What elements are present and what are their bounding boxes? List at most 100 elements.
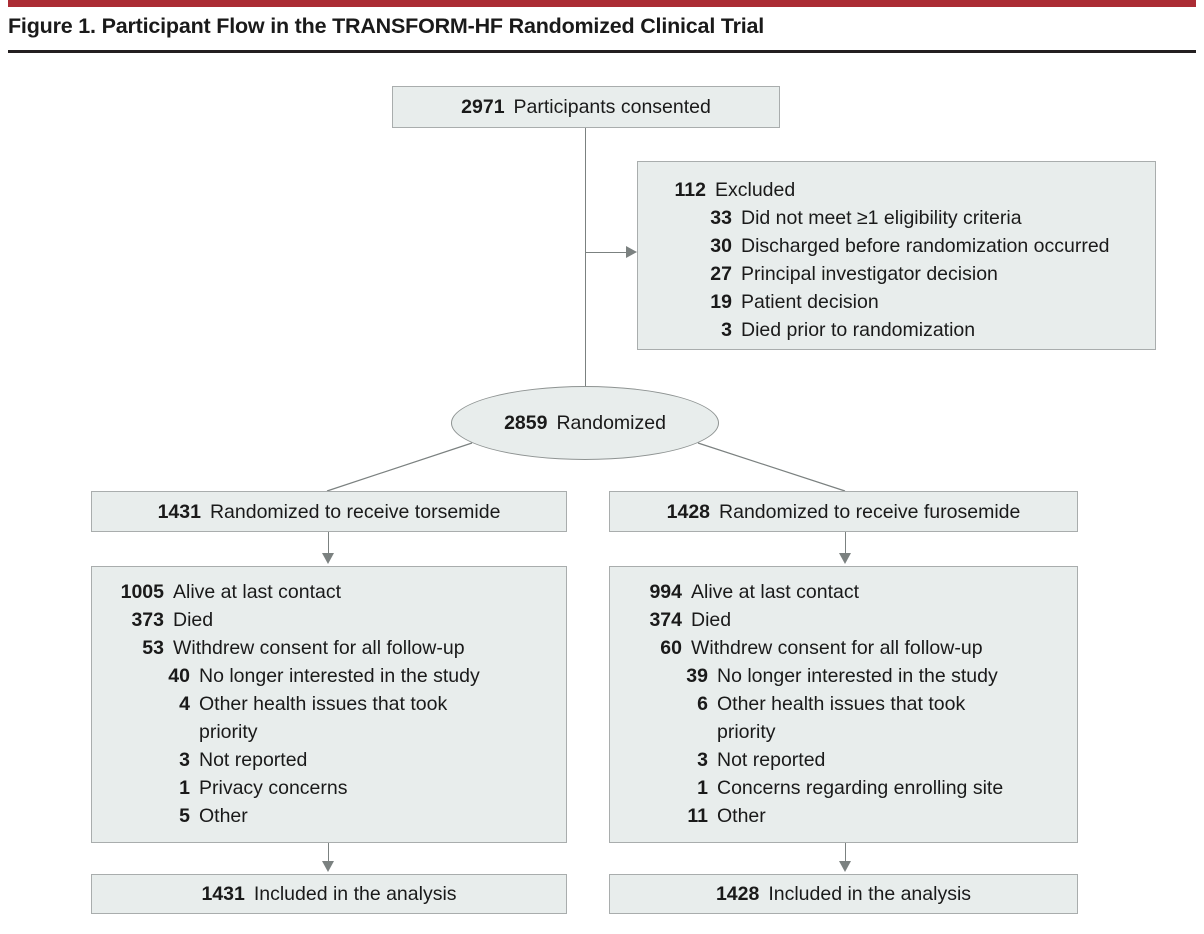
outcome-row: 3 Not reported [106,746,489,774]
outcome-label: No longer interested in the study [717,665,998,687]
outcome-label: Privacy concerns [199,777,348,799]
outcome-count: 374 [649,609,682,631]
assignment-line: 1428 Randomized to receive furosemide [667,498,1021,526]
outcome-row: 3 Not reported [624,746,1007,774]
outcome-label: Other [199,805,248,827]
arrow-to-excluded-icon [626,246,637,258]
outcome-label: Alive at last contact [691,581,859,603]
outcome-count: 53 [142,637,164,659]
node-analysis-furosemide: 1428 Included in the analysis [609,874,1078,914]
outcome-count: 4 [179,693,190,715]
node-assignment-furosemide: 1428 Randomized to receive furosemide [609,491,1078,532]
assignment-count: 1431 [157,500,201,523]
connector-outcomes-to-analysis-right [845,843,846,863]
node-randomized-count: 2859 [504,412,548,434]
outcome-count: 1 [697,777,708,799]
assignment-count: 1428 [666,500,711,523]
excluded-reason-row: 3 Died prior to randomization [648,316,1110,344]
outcome-count: 39 [686,665,708,687]
node-randomized-label: Randomized [556,412,666,434]
outcome-row: 39 No longer interested in the study [624,662,1007,690]
connector-outcomes-to-analysis-left [328,843,329,863]
excluded-total-line: 112 Excluded [648,176,1110,204]
connector-assignment-to-outcomes-right [845,532,846,555]
outcome-count: 1 [179,777,190,799]
outcome-row: 373 Died [106,606,489,634]
excluded-total-label: Excluded [715,179,796,201]
analysis-line: 1428 Included in the analysis [716,880,971,908]
title-divider-rule [8,50,1196,53]
excluded-reason-label: Patient decision [741,291,879,313]
outcome-label: Not reported [717,749,826,771]
excluded-reason-count: 30 [710,235,732,257]
arrow-down-left-icon [322,553,334,564]
excluded-reason-count: 27 [710,263,732,285]
outcome-label: Died [691,609,732,631]
outcome-label: Not reported [199,749,308,771]
excluded-total-count: 112 [674,179,706,201]
outcome-label: Other health issues that took priority [717,693,966,743]
node-consented: 2971 Participants consented [392,86,780,128]
connector-randomized-split [326,442,846,492]
outcome-row: 5 Other [106,802,489,830]
assignment-line: 1431 Randomized to receive torsemide [158,498,501,526]
outcome-label: Concerns regarding enrolling site [717,777,1004,799]
excluded-reason-row: 30 Discharged before randomization occurr… [648,232,1110,260]
outcome-count: 373 [131,609,164,631]
analysis-label: Included in the analysis [768,883,972,905]
outcome-label: Other health issues that took priority [199,693,448,743]
excluded-reason-label: Died prior to randomization [741,319,976,341]
outcome-count: 3 [697,749,708,771]
excluded-reason-count: 33 [710,207,732,229]
analysis-label: Included in the analysis [253,883,457,905]
outcome-row: 1005 Alive at last contact [106,578,489,606]
node-consented-count: 2971 [461,96,505,118]
node-analysis-torsemide: 1431 Included in the analysis [91,874,567,914]
excluded-reason-label: Did not meet ≥1 eligibility criteria [741,207,1022,229]
outcome-label: Alive at last contact [173,581,341,603]
connector-assignment-to-outcomes-left [328,532,329,555]
connector-trunk-to-excluded [585,252,627,253]
analysis-count: 1428 [715,883,760,905]
outcome-label: Withdrew consent for all follow-up [691,637,983,659]
node-consented-line: 2971 Participants consented [461,93,711,121]
node-randomized-line: 2859 Randomized [504,409,666,437]
outcome-label: Died [173,609,214,631]
excluded-ledger: 112 Excluded 33 Did not meet ≥1 eligibilit… [648,176,1110,344]
connector-consented-to-randomized [585,128,586,392]
outcome-count: 1005 [120,581,164,603]
excluded-reason-count: 19 [710,291,732,313]
node-assignment-torsemide: 1431 Randomized to receive torsemide [91,491,567,532]
outcome-row: 374 Died [624,606,1007,634]
assignment-label: Randomized to receive furosemide [719,500,1021,523]
outcome-row: 1 Concerns regarding enrolling site [624,774,1007,802]
node-excluded: 112 Excluded 33 Did not meet ≥1 eligibilit… [637,161,1156,350]
outcome-count: 5 [179,805,190,827]
outcome-count: 3 [179,749,190,771]
outcome-row: 4 Other health issues that took priority [106,690,489,746]
node-consented-label: Participants consented [513,96,711,118]
excluded-reason-count: 3 [721,319,732,341]
assignment-label: Randomized to receive torsemide [209,500,501,523]
arrow-down-left-analysis-icon [322,861,334,872]
outcome-row: 40 No longer interested in the study [106,662,489,690]
arrow-down-right-analysis-icon [839,861,851,872]
excluded-reason-row: 19 Patient decision [648,288,1110,316]
outcome-label: No longer interested in the study [199,665,480,687]
arrow-down-right-icon [839,553,851,564]
outcome-row: 1 Privacy concerns [106,774,489,802]
excluded-reason-label: Discharged before randomization occurred [741,235,1110,257]
figure-title: Figure 1. Participant Flow in the TRANSF… [8,14,765,38]
node-randomized: 2859 Randomized [451,386,719,460]
outcome-count: 40 [168,665,190,687]
outcome-count: 994 [649,581,682,603]
analysis-count: 1431 [201,883,245,905]
